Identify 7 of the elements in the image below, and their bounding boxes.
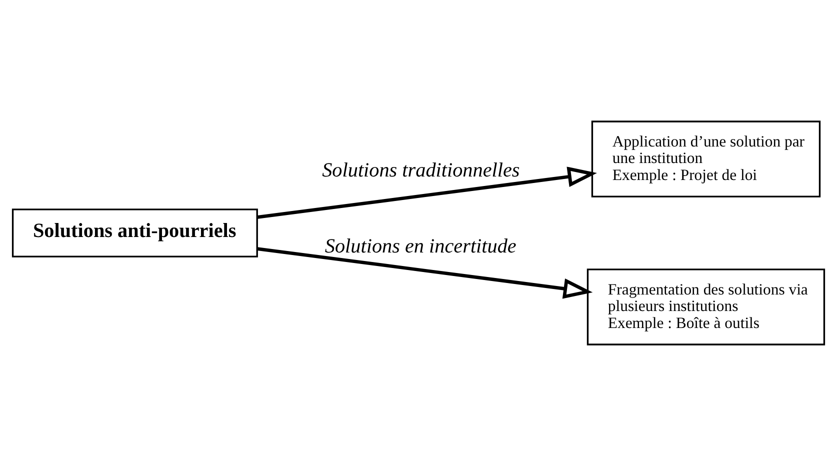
arrow [257, 166, 597, 219]
arrow [257, 247, 593, 299]
node-box: Application d’une solution par une institution Exemple : Projet de loi [591, 120, 821, 198]
edge-label: Solutions en incertitude [324, 236, 516, 258]
node-box: Fragmentation des solutions via plusieurs institutions Exemple : Boîte à outils [586, 268, 826, 346]
edge-label: Solutions traditionnelles [322, 159, 520, 182]
node-box: Solutions anti-pourriels [12, 208, 258, 258]
